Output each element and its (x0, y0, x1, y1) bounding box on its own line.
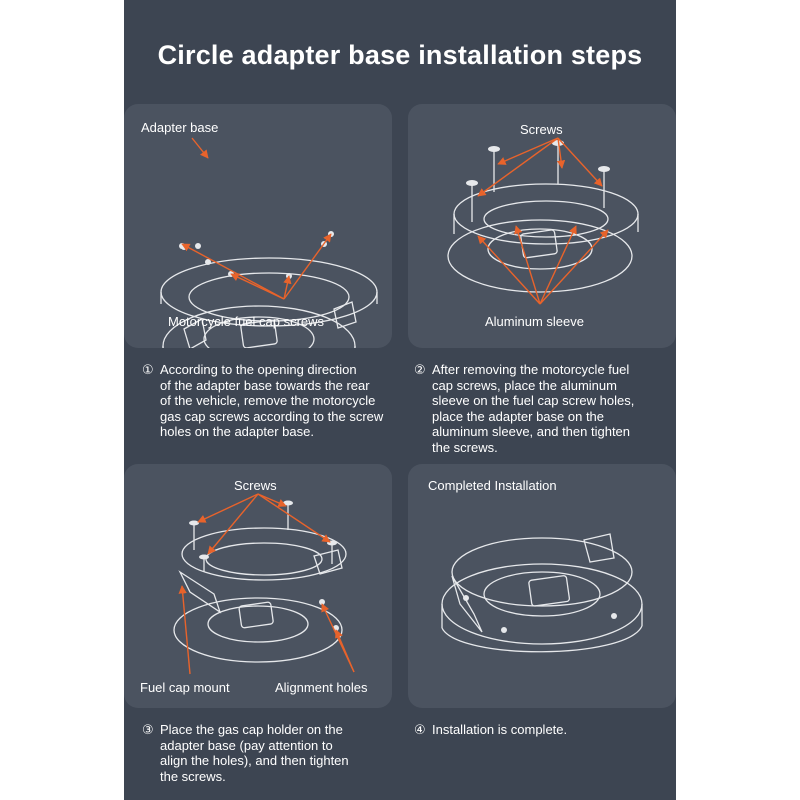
label-aluminum-sleeve: Aluminum sleeve (485, 314, 584, 329)
panel-remove-screws: Adapter base Motorcycle fuel cap screws (124, 104, 392, 348)
label-completed-installation: Completed Installation (428, 478, 557, 493)
fuel-cap-flap (238, 601, 274, 629)
instruction-poster: Circle adapter base installation steps (124, 0, 676, 800)
arrow (556, 137, 566, 169)
panel-completed: Completed Installation (408, 464, 676, 708)
adapter-ring-top (181, 527, 347, 581)
step-description: After removing the motorcycle fuel cap s… (432, 362, 635, 455)
arrow (539, 229, 609, 305)
arrow (257, 493, 287, 507)
fuel-cap-base-top (441, 563, 643, 645)
arrow (477, 137, 559, 197)
arrow (283, 275, 292, 300)
step-number: ③ (142, 722, 154, 737)
screw-hole (501, 627, 507, 633)
screw-head (488, 146, 500, 152)
arrow (477, 235, 541, 305)
fuel-cap-base-top (173, 597, 343, 663)
mount-illustration (173, 493, 355, 675)
step-description: Installation is complete. (432, 722, 568, 737)
label-screws: Screws (234, 478, 277, 493)
label-alignment-holes: Alignment holes (275, 680, 368, 695)
step-number: ④ (414, 722, 426, 737)
arrow (181, 243, 285, 300)
arrow (207, 493, 259, 555)
step-number: ② (414, 362, 426, 377)
fuel-cap-flap (528, 575, 571, 607)
label-fuel-cap-screws: Motorcycle fuel cap screws (168, 314, 325, 329)
screw-hole (195, 243, 201, 249)
fuel-cap-base-top (447, 219, 633, 293)
completed-illustration (441, 533, 643, 653)
label-adapter-base: Adapter base (141, 120, 219, 135)
fuel-cap-flap (240, 319, 278, 348)
label-fuel-cap-mount: Fuel cap mount (140, 680, 230, 695)
adapter-ring-top (451, 537, 633, 607)
mount-arm (451, 575, 483, 633)
screw-hole (611, 613, 617, 619)
sleeve-illustration (447, 137, 639, 305)
arrow (539, 225, 577, 305)
screw-hole (205, 259, 211, 265)
screw-head (199, 554, 209, 560)
arrow (497, 137, 559, 165)
arrow (557, 137, 603, 187)
arrow (191, 137, 209, 159)
step-description: According to the opening direction of th… (160, 362, 384, 439)
screw-head (466, 180, 478, 186)
screw-head (189, 520, 199, 526)
screw-hole (179, 243, 185, 249)
arrow (321, 603, 355, 673)
page-title: Circle adapter base installation steps (157, 40, 643, 70)
arrow (178, 585, 191, 675)
panel-aluminum-sleeve: Screws Aluminum sleeve (408, 104, 676, 348)
screw-hole (463, 595, 469, 601)
label-screws: Screws (520, 122, 563, 137)
step-number: ① (142, 362, 154, 377)
screw-head (598, 166, 610, 172)
arrow (197, 493, 259, 523)
adapter-base-illustration (160, 137, 378, 348)
arrow (230, 273, 285, 300)
arrow (283, 233, 332, 300)
arrow (514, 225, 541, 305)
arrow (257, 493, 331, 543)
panel-fuel-cap-mount: Screws Fuel cap mount Alignment holes (124, 464, 392, 708)
mount-arm (178, 570, 222, 614)
step-description: Place the gas cap holder on the adapter … (160, 722, 349, 784)
